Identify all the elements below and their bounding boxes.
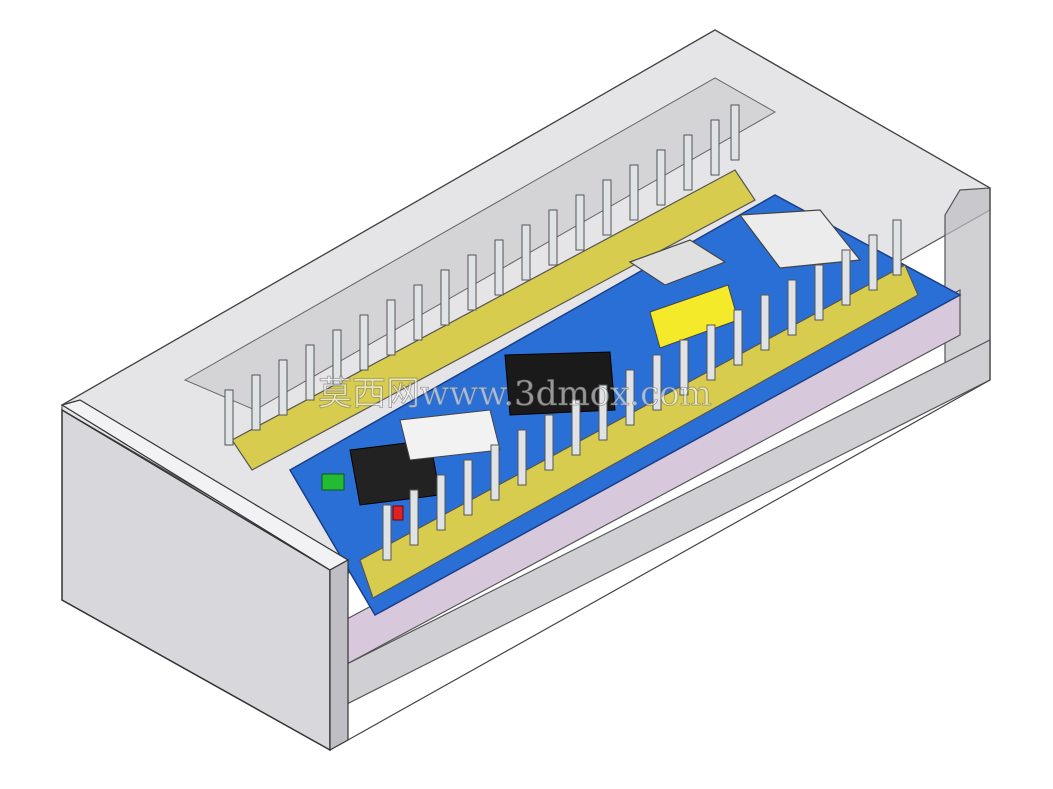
- case-outline: [61, 29, 991, 741]
- watermark-text: 莫西网www.3dmox.com: [318, 374, 712, 414]
- pin-header-back: [231, 169, 756, 471]
- usb-connector: [738, 209, 862, 269]
- chip-ic: [504, 351, 616, 416]
- led-red: [392, 505, 404, 521]
- crystal: [628, 239, 727, 286]
- case-front-side: [329, 558, 349, 752]
- pin-row-front: [382, 219, 902, 561]
- pin-header-front: [359, 264, 919, 599]
- white-block: [399, 409, 501, 461]
- pin-row-back: [224, 104, 740, 446]
- led-green: [321, 473, 345, 491]
